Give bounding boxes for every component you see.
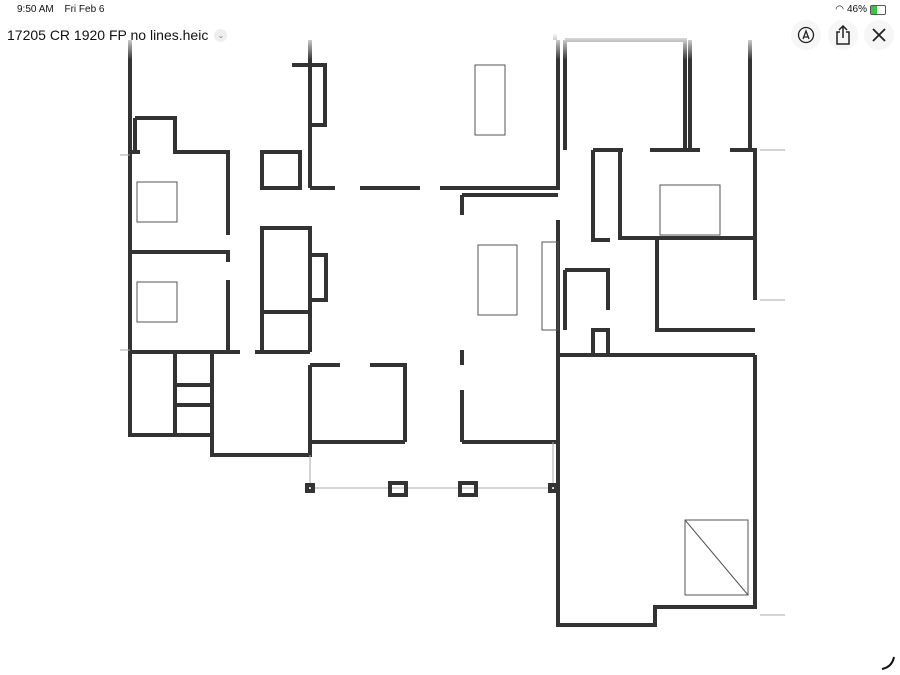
status-bar: 9:50 AM Fri Feb 6 bbox=[17, 4, 113, 15]
share-button[interactable] bbox=[828, 20, 858, 50]
file-title: 17205 CR 1920 FP no lines.heic bbox=[7, 27, 209, 43]
battery-indicator: ◠ 46% bbox=[835, 4, 886, 15]
toolbar-backdrop bbox=[0, 0, 900, 60]
chevron-down-icon[interactable]: ⌄ bbox=[214, 28, 228, 42]
floor-plan-walls bbox=[128, 30, 757, 627]
floor-plan-fixtures bbox=[120, 64, 785, 616]
battery-icon bbox=[870, 4, 886, 15]
wifi-icon: ◠ bbox=[835, 4, 844, 15]
battery-percent: 46% bbox=[846, 4, 867, 15]
file-title-menu[interactable]: 17205 CR 1920 FP no lines.heic ⌄ bbox=[7, 27, 228, 43]
markup-button[interactable] bbox=[791, 20, 821, 50]
battery-fill bbox=[871, 5, 878, 14]
share-icon bbox=[836, 25, 850, 45]
close-icon bbox=[872, 28, 886, 42]
resize-corner-icon[interactable] bbox=[880, 655, 896, 671]
close-button[interactable] bbox=[864, 20, 894, 50]
markup-pen-icon bbox=[797, 26, 815, 44]
status-time: 9:50 AM bbox=[17, 4, 54, 15]
status-date: Fri Feb 6 bbox=[64, 4, 105, 15]
